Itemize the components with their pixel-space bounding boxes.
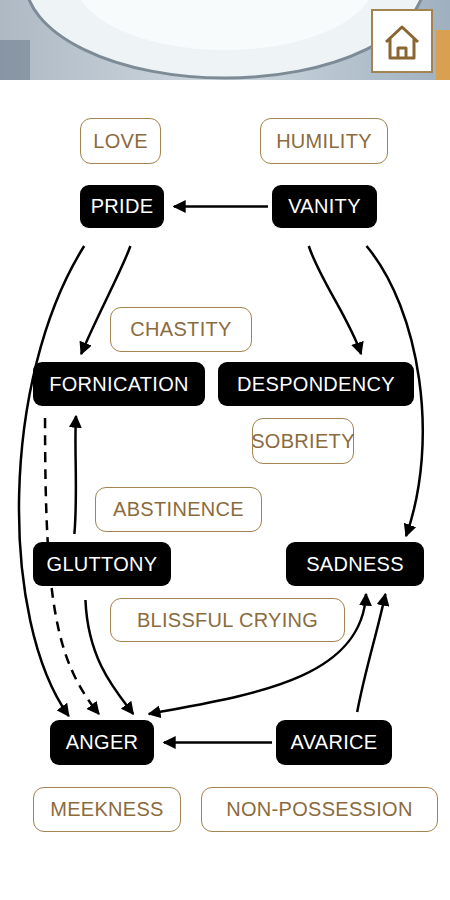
arrow [19, 246, 84, 716]
virtue-box: NON-POSSESSION [201, 787, 438, 832]
vice-box: PRIDE [80, 185, 164, 228]
arrow [164, 741, 272, 744]
arrow [309, 246, 361, 354]
node-label: SADNESS [306, 553, 404, 576]
node-label: PRIDE [91, 195, 154, 218]
node-label: ABSTINENCE [113, 498, 244, 521]
virtue-box: SOBRIETY [252, 418, 354, 464]
vice-box: GLUTTONY [33, 542, 171, 586]
home-button [372, 10, 432, 72]
node-label: BLISSFUL CRYING [137, 609, 318, 632]
vice-box: AVARICE [276, 720, 392, 765]
vice-box: ANGER [50, 720, 154, 765]
photo-dome [25, 0, 425, 78]
node-label: DESPONDENCY [237, 373, 395, 396]
node-label: ANGER [66, 731, 139, 754]
node-label: FORNICATION [49, 373, 189, 396]
node-label: GLUTTONY [47, 553, 158, 576]
arrow [74, 416, 76, 534]
header-photo [0, 0, 450, 80]
virtue-box: LOVE [80, 118, 161, 164]
virtue-box: HUMILITY [260, 118, 388, 164]
virtue-box: ABSTINENCE [95, 487, 262, 532]
node-label: AVARICE [291, 731, 378, 754]
node-label: CHASTITY [130, 318, 231, 341]
vice-box: DESPONDENCY [218, 362, 414, 406]
node-label: MEEKNESS [50, 798, 164, 821]
virtue-box: CHASTITY [110, 307, 252, 352]
node-label: NON-POSSESSION [226, 798, 412, 821]
photo-detail [436, 30, 450, 80]
vice-box: FORNICATION [33, 362, 205, 406]
home-icon [386, 27, 418, 58]
virtue-box: MEEKNESS [33, 787, 181, 832]
node-label: SOBRIETY [251, 430, 355, 453]
arrow [174, 205, 268, 208]
vice-box: SADNESS [286, 542, 424, 586]
node-label: VANITY [288, 195, 361, 218]
vice-box: VANITY [272, 185, 377, 228]
virtue-box: BLISSFUL CRYING [110, 598, 345, 642]
node-label: LOVE [93, 130, 148, 153]
node-label: HUMILITY [276, 130, 372, 153]
photo-light [75, 0, 375, 50]
photo-shadow [0, 40, 30, 80]
arrow [357, 594, 385, 712]
